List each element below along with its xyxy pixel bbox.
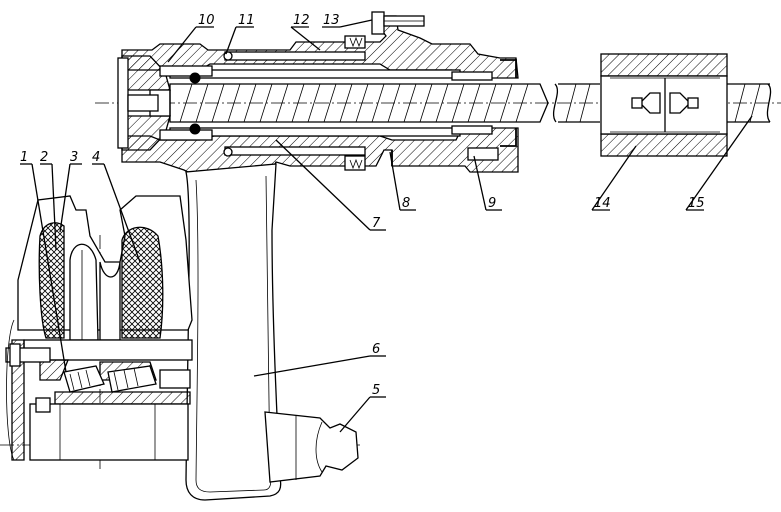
callout-1: 1 (20, 150, 28, 165)
callout-7: 7 (372, 216, 381, 231)
coupling (600, 53, 728, 157)
lever-arm (185, 163, 359, 501)
callout-6: 6 (372, 342, 380, 357)
callout-10: 10 (198, 13, 215, 28)
callout-labels: 1 2 3 4 5 6 7 8 9 10 11 12 13 14 15 (20, 13, 705, 398)
callout-5: 5 (372, 383, 380, 398)
callout-12: 12 (293, 13, 310, 28)
callout-8: 8 (402, 196, 410, 211)
callout-4: 4 (92, 150, 100, 165)
cylinder-housing (117, 11, 519, 189)
callout-2: 2 (40, 150, 48, 165)
callout-11: 11 (238, 13, 255, 28)
callout-9: 9 (488, 196, 496, 211)
callout-3: 3 (70, 150, 78, 165)
wheel-hub (5, 195, 193, 461)
screw-rod (127, 83, 600, 123)
callout-15: 15 (688, 196, 705, 211)
leader-lines (20, 19, 753, 433)
callout-14: 14 (594, 196, 611, 211)
rod-right (727, 83, 772, 123)
callout-13: 13 (323, 13, 340, 28)
